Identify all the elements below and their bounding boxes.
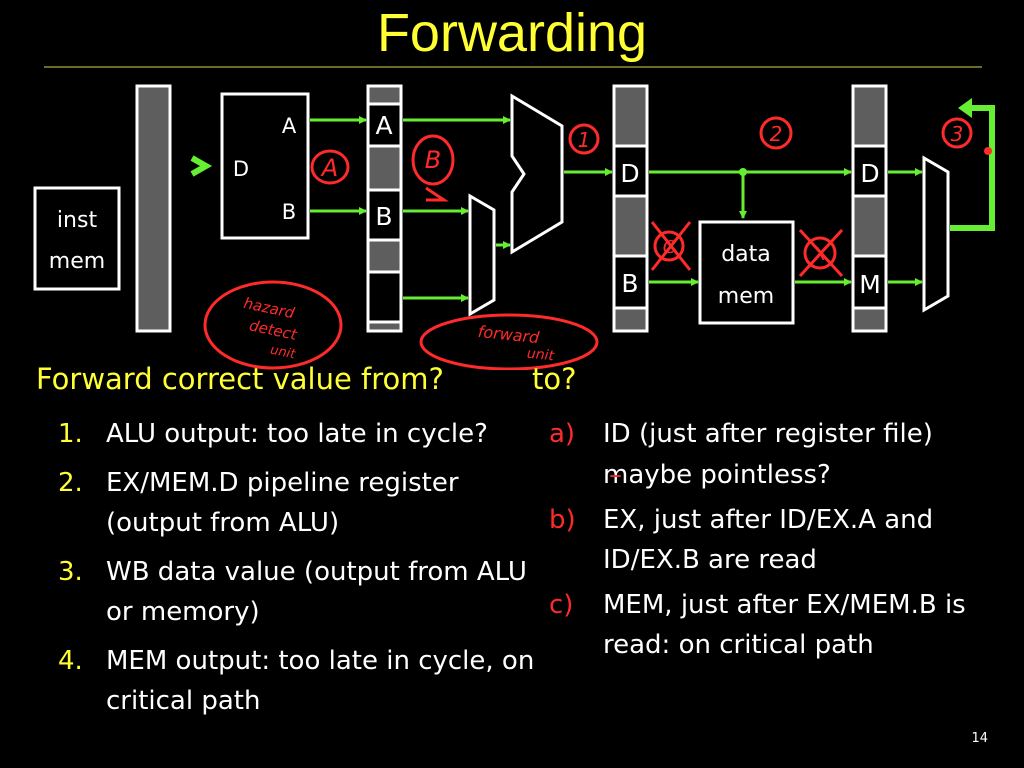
writeback-loop bbox=[950, 105, 995, 231]
regfile-d-arrow bbox=[190, 155, 213, 177]
ex-mem-b-label: B bbox=[621, 269, 638, 298]
alu bbox=[510, 93, 564, 255]
wb-mux bbox=[922, 155, 950, 313]
list-subitem: – maybe pointless? bbox=[549, 455, 989, 495]
if-id-register bbox=[135, 84, 172, 333]
annotation-b-pointer bbox=[425, 186, 449, 202]
annotation-1-label: 1 bbox=[578, 128, 591, 152]
forward-unit-circle bbox=[419, 313, 599, 370]
mem-wb-d-label: D bbox=[860, 159, 879, 188]
annotation-2-label: 2 bbox=[770, 122, 783, 146]
annotation-circle-c bbox=[653, 230, 685, 262]
list-item: 3. WB data value (output from ALU or mem… bbox=[58, 552, 538, 632]
title-divider bbox=[44, 66, 982, 68]
mem-wb-m-label: M bbox=[859, 270, 881, 299]
list-number: 2. bbox=[58, 468, 83, 498]
register-file: A D B bbox=[220, 92, 310, 240]
regfile-d-label: D bbox=[233, 157, 249, 181]
forward-label-2: unit bbox=[526, 346, 555, 365]
list-letter: a) bbox=[549, 419, 576, 449]
annotation-c-strike bbox=[650, 221, 692, 271]
dash-bullet: – bbox=[609, 460, 622, 490]
regfile-a-label: A bbox=[282, 114, 297, 138]
list-item: 2. EX/MEM.D pipeline register (output fr… bbox=[58, 463, 538, 543]
list-text: EX/MEM.D pipeline register (output from … bbox=[106, 468, 459, 538]
hazard-label-3: unit bbox=[269, 343, 298, 363]
list-text: EX, just after ID/EX.A and ID/EX.B are r… bbox=[603, 505, 934, 575]
list-letter: b) bbox=[549, 505, 576, 535]
mem-wb-register: D M bbox=[851, 84, 888, 333]
hazard-detect-unit-circle bbox=[203, 280, 343, 370]
page-number: 14 bbox=[971, 731, 988, 746]
annotation-circle-3 bbox=[941, 117, 973, 149]
list-item: a) ID (just after register file) bbox=[549, 414, 989, 454]
ex-mem-d-label: D bbox=[620, 159, 639, 188]
slide-title: Forwarding bbox=[376, 3, 648, 63]
forward-destination-list: a) ID (just after register file) – maybe… bbox=[549, 414, 989, 670]
inst-mem-box: inst mem bbox=[33, 186, 121, 291]
annotation-b-label: B bbox=[425, 146, 441, 174]
datapath-wires bbox=[310, 116, 923, 302]
data-mem-label-2: mem bbox=[718, 284, 774, 309]
ex-mem-register: D B bbox=[612, 84, 649, 333]
list-item: 4. MEM output: too late in cycle, on cri… bbox=[58, 641, 538, 721]
id-ex-a-label: A bbox=[375, 111, 392, 140]
annotation-circle-b bbox=[411, 134, 455, 186]
question-to: to? bbox=[532, 362, 577, 396]
list-text: ID (just after register file) bbox=[603, 419, 933, 449]
inst-mem-label-1: inst bbox=[57, 208, 98, 233]
data-mem-box: data mem bbox=[698, 220, 795, 325]
annotation-circle-2 bbox=[759, 116, 793, 150]
id-ex-b-label: B bbox=[375, 202, 392, 231]
list-text: ALU output: too late in cycle? bbox=[106, 419, 488, 449]
list-text: WB data value (output from ALU or memory… bbox=[106, 557, 527, 627]
list-letter: c) bbox=[549, 590, 574, 620]
forward-source-list: 1. ALU output: too late in cycle? 2. EX/… bbox=[58, 414, 538, 730]
list-number: 3. bbox=[58, 557, 83, 587]
ex-mux bbox=[468, 193, 496, 317]
annotation-x-strike bbox=[798, 228, 844, 278]
annotation-circle-1 bbox=[568, 123, 600, 155]
forward-label-1: forward bbox=[477, 322, 541, 347]
pipeline-diagram: inst mem A D B A B D B data mem bbox=[33, 84, 995, 370]
annotation-a-label: A bbox=[320, 154, 338, 182]
regfile-b-label: B bbox=[282, 200, 296, 224]
annotation-circle-x bbox=[803, 236, 837, 270]
id-ex-register: A B bbox=[366, 84, 403, 333]
data-mem-label-1: data bbox=[721, 242, 771, 267]
wire-junction bbox=[739, 168, 747, 176]
list-number: 1. bbox=[58, 419, 83, 449]
list-text: MEM, just after EX/MEM.B is read: on cri… bbox=[603, 590, 966, 660]
list-item: c) MEM, just after EX/MEM.B is read: on … bbox=[549, 585, 989, 665]
inst-mem-label-2: mem bbox=[49, 249, 105, 274]
list-text: MEM output: too late in cycle, on critic… bbox=[106, 646, 535, 716]
list-number: 4. bbox=[58, 646, 83, 676]
list-item: 1. ALU output: too late in cycle? bbox=[58, 414, 538, 454]
writeback-loop-arrow bbox=[958, 98, 972, 118]
list-item: b) EX, just after ID/EX.A and ID/EX.B ar… bbox=[549, 500, 989, 580]
annotation-circle-a bbox=[310, 149, 350, 185]
annotation-dot bbox=[984, 147, 992, 155]
subitem-text: maybe pointless? bbox=[603, 460, 831, 490]
question-from: Forward correct value from? bbox=[36, 362, 444, 396]
annotation-3-label: 3 bbox=[951, 122, 964, 146]
